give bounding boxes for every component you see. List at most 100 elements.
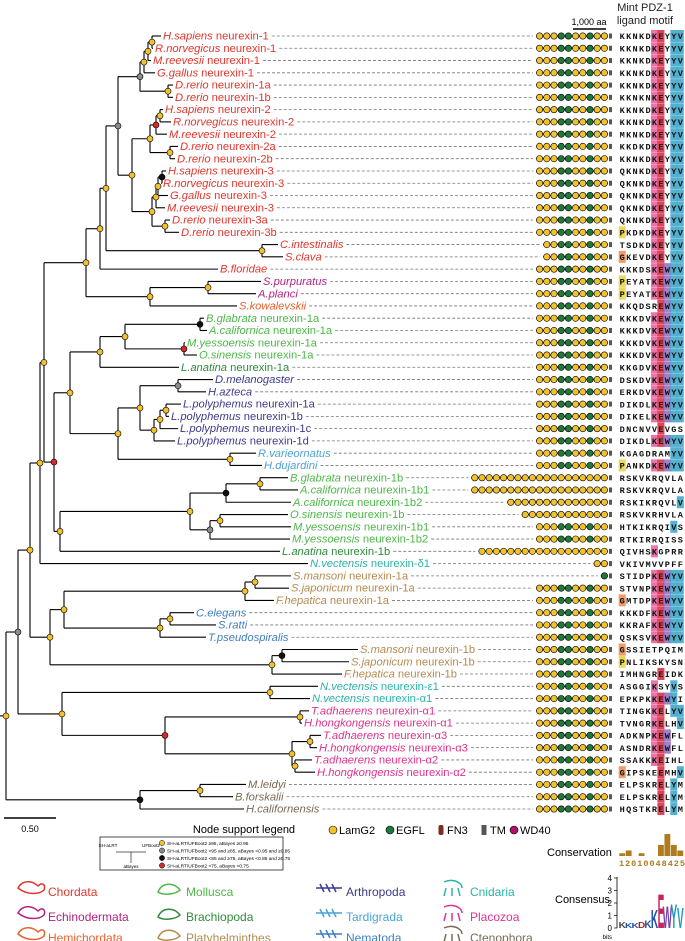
taxon-gene: neurexin-3b (215, 227, 277, 239)
lamg2-domain (600, 658, 608, 666)
motif-residue: W (665, 327, 671, 337)
motif-residue: K (652, 314, 658, 324)
lamg2-domain (543, 44, 551, 52)
lamg2-domain (600, 32, 608, 40)
lamg2-domain (572, 204, 580, 212)
motif-residue: E (658, 253, 663, 263)
node-support-dot (96, 225, 104, 233)
motif-residue: K (652, 683, 658, 693)
motif-highlight (676, 189, 684, 202)
lamg2-domain (492, 486, 500, 494)
motif-residue: K (652, 179, 658, 189)
motif-residue: K (652, 57, 658, 67)
motif-highlight (650, 729, 658, 742)
conservation-bar (658, 845, 664, 856)
egfl-domain (557, 609, 565, 617)
motif-residue: K (639, 155, 645, 165)
motif-highlight (650, 680, 658, 693)
motif-residue: D (620, 413, 625, 423)
conservation-bar (638, 853, 645, 856)
motif-residue: E (658, 670, 663, 680)
taxon-label: T.adhaerens neurexin-α2 (314, 755, 438, 767)
egfl-domain (557, 645, 565, 653)
lamg2-domain (593, 326, 601, 334)
motif-residue: K (678, 670, 684, 680)
egfl-domain (557, 388, 565, 396)
motif-residue: K (620, 609, 626, 619)
motif-residue: Y (665, 229, 671, 239)
motif-residue: D (639, 437, 644, 447)
motif-highlight (676, 336, 684, 349)
motif-highlight (670, 324, 678, 337)
motif-residue: Y (665, 143, 671, 153)
lamg2-domain (572, 793, 580, 801)
motif-residue: N (633, 707, 638, 717)
tm-domain (609, 512, 612, 518)
motif-residue: D (645, 118, 650, 128)
lamg2-domain (471, 486, 479, 494)
lamg2-domain (550, 633, 558, 641)
motif-residue: K (633, 351, 639, 361)
tm-domain (609, 462, 612, 468)
lamg2-domain (550, 228, 558, 236)
taxon-label: H.sapiens neurexin-1 (163, 31, 269, 43)
motif-residue: E (658, 376, 663, 386)
egfl-domain (557, 756, 565, 764)
taxon-species: B.glabrata (290, 472, 341, 484)
motif-residue: R (652, 486, 658, 496)
egfl-domain (586, 179, 594, 187)
lamg2-domain (579, 118, 587, 126)
motif-title-line2: ligand motif (617, 15, 674, 27)
tm-domain (609, 597, 612, 603)
motif-residue: K (645, 523, 651, 533)
motif-highlight (670, 398, 678, 411)
motif-residue: K (626, 560, 632, 570)
motif-residue: D (633, 143, 638, 153)
motif-highlight (670, 152, 678, 165)
motif-highlight (657, 422, 665, 435)
motif-highlight (676, 459, 684, 472)
motif-residue: V (678, 437, 684, 447)
lamg2-domain (485, 474, 493, 482)
motif-highlight (657, 115, 665, 128)
lamg2-domain (593, 535, 601, 543)
taxon-gene: neurexin-1b (241, 411, 303, 423)
motif-residue: F (678, 560, 683, 570)
motif-residue: S (639, 633, 644, 643)
lamg2-domain (579, 449, 587, 457)
motif-highlight (676, 324, 684, 337)
lamg2-domain (521, 474, 529, 482)
node-support-dot (258, 247, 266, 255)
motif-residue: I (639, 523, 644, 533)
lamg2-domain (572, 142, 580, 150)
node-legend-title: Node support legend (193, 824, 295, 836)
egfl-domain (564, 167, 572, 175)
motif-residue: K (626, 339, 632, 349)
taxon-species: B.floridae (220, 264, 267, 276)
node-support-dot (146, 135, 154, 143)
taxon-gene: neurexin-1a (209, 80, 272, 92)
taxon-label: D.rerio neurexin-2b (177, 153, 273, 165)
motif-residue: H (658, 511, 663, 521)
motif-highlight (663, 299, 671, 312)
tm-domain (609, 524, 612, 530)
motif-residue: K (639, 130, 645, 140)
taxon-gene: neurexin-1a (253, 399, 316, 411)
lamg2-domain (543, 805, 551, 813)
node-support-dot (50, 458, 58, 466)
motif-highlight (670, 103, 678, 116)
motif-residue: Y (671, 57, 677, 67)
motif-residue: Y (665, 32, 671, 42)
motif-residue: T (620, 707, 625, 717)
taxon-label: H.hongkongensis neurexin-α3 (319, 742, 468, 754)
motif-residue: L (665, 719, 670, 729)
lamg2-domain (579, 228, 587, 236)
motif-residue: Y (665, 179, 671, 189)
motif-highlight (663, 631, 671, 644)
tm-domain (609, 229, 612, 235)
motif-residue: S (639, 781, 644, 791)
egfl-domain (586, 744, 594, 752)
lamg2-domain (600, 339, 608, 347)
node-support-dot (82, 259, 90, 267)
taxon-labels: H.sapiens neurexin-1R.norvegicus neurexi… (153, 31, 475, 816)
